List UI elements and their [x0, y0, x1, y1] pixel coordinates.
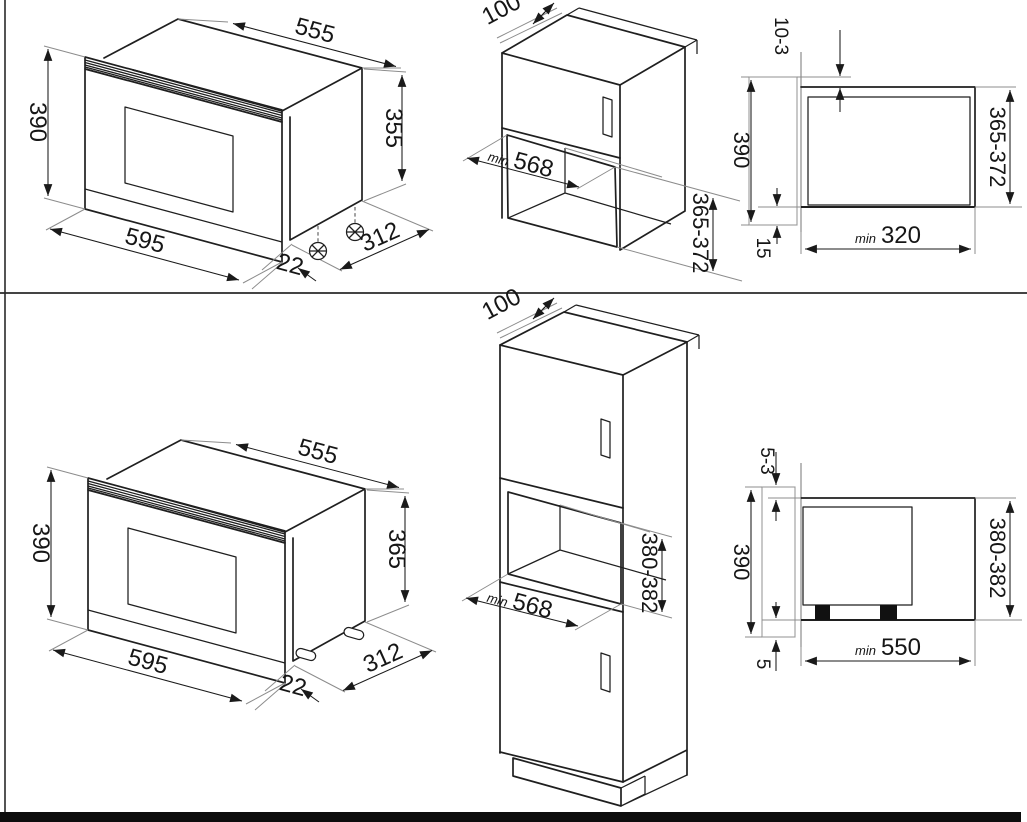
bottom-tall-cabinet-drawing: 100 min568 380-382 [461, 283, 700, 807]
dim-bottom-oven-depth: 312 [359, 638, 407, 679]
dim-bottom-oven-body-height: 365 [383, 529, 410, 569]
oven-body-section [802, 506, 913, 606]
screw-icon [308, 241, 328, 261]
niche-opening [507, 491, 622, 605]
dim-bottom-section-niche-height: 380-382 [985, 518, 1010, 599]
dim-bottom-section-front-height: 390 [729, 544, 754, 581]
upper-door-bottom-edge [499, 477, 624, 509]
furniture-front-panel [761, 486, 796, 638]
dim-bottom-section-top-gap: 5-3 [756, 447, 777, 474]
bottom-border-bar [0, 812, 1021, 822]
dim-top-cabinet-top-depth: 100 [477, 0, 525, 31]
screw-icon [345, 222, 365, 242]
door-handle [600, 418, 611, 459]
cabinet-top-face [501, 14, 686, 86]
dim-top-oven-body-height: 355 [380, 108, 407, 148]
oven-body-section [807, 96, 971, 206]
furniture-front-panel [748, 76, 798, 226]
dim-top-cabinet-niche-height: 365-372 [688, 193, 713, 274]
dim-top-section-top-gap: 10-3 [770, 17, 791, 55]
dim-bottom-section-bottom-gap: 5 [752, 659, 773, 670]
dim-bottom-cabinet-top-depth: 100 [477, 283, 525, 326]
top-wall-cabinet-drawing: 100 min568 365-372 [462, 0, 743, 282]
dim-bottom-cabinet-niche-height: 380-382 [637, 533, 662, 614]
dim-bottom-oven-front-height: 390 [27, 523, 54, 563]
oven-foot [880, 605, 897, 620]
cabinet-door-bottom-edge [501, 127, 621, 159]
dim-top-section-front-height: 390 [729, 132, 754, 169]
dim-bottom-oven-door-overhang: 22 [277, 669, 310, 702]
cabinet-top-face [499, 311, 688, 376]
door-handle [602, 96, 613, 138]
foot [295, 647, 317, 662]
bottom-oven-isometric-drawing: 555 390 365 595 312 22 [27, 434, 436, 710]
adjustable-screw-symbols [308, 207, 365, 261]
door-handle [600, 652, 611, 693]
dim-top-section-bottom-gap: 15 [752, 237, 773, 258]
dim-top-oven-top-width: 555 [292, 13, 338, 49]
dim-top-oven-front-height: 390 [24, 102, 51, 142]
plinth [512, 757, 688, 807]
dim-bottom-oven-top-width: 555 [295, 434, 341, 470]
dim-top-section-niche-height: 365-372 [985, 107, 1010, 188]
oven-foot [815, 605, 830, 620]
foot [343, 626, 365, 641]
dim-top-oven-depth: 312 [356, 217, 404, 258]
top-oven-isometric-drawing: 555 390 355 595 312 22 [24, 13, 433, 289]
oven-feet [295, 626, 365, 662]
dim-top-oven-door-overhang: 22 [274, 248, 307, 281]
